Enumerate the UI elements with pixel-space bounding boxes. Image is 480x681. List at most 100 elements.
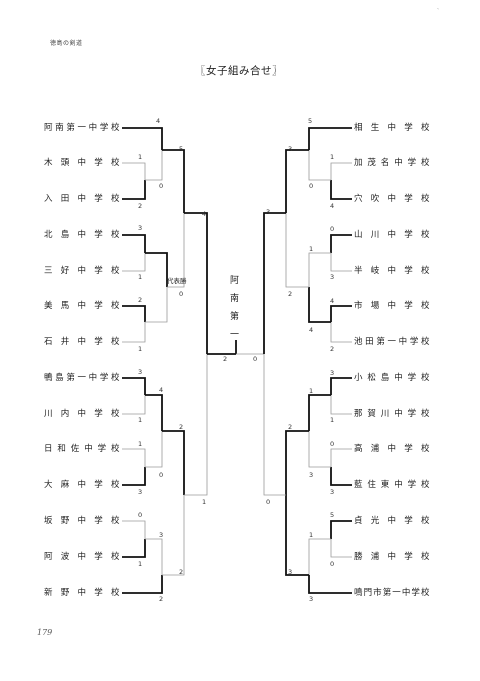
- bracket-line: [122, 377, 146, 395]
- score-label: 3: [309, 595, 314, 603]
- bracket-line: [285, 495, 309, 576]
- champion-char: 南: [230, 294, 240, 304]
- bracket-line: [330, 162, 352, 180]
- right-team-2: 加茂名中学校: [354, 158, 430, 168]
- left-team-6: 美馬中学校: [44, 301, 120, 311]
- score-label: 0: [309, 182, 314, 190]
- right-team-14: 鳴門市第一中学校: [354, 588, 430, 598]
- left-team-3: 入田中学校: [44, 194, 120, 204]
- corner-mark: 、: [437, 5, 443, 11]
- score-label: 2: [159, 595, 164, 603]
- score-label: 1: [138, 345, 143, 353]
- right-team-6: 市場中学校: [354, 301, 430, 311]
- bracket-line: [122, 180, 146, 200]
- bracket-line: [263, 354, 286, 496]
- final-score-left: 2: [223, 355, 228, 363]
- score-label: 3: [138, 224, 143, 232]
- right-team-10: 高浦中学校: [354, 444, 430, 454]
- score-label: 2: [288, 290, 293, 298]
- left-team-1: 阿南第一中学校: [44, 123, 120, 133]
- bracket-line: [308, 287, 331, 323]
- page-number: 179: [37, 628, 53, 637]
- bracket-line: [308, 252, 331, 287]
- bracket-line: [330, 180, 352, 200]
- right-team-3: 穴吹中学校: [354, 194, 430, 204]
- bracket-line: [145, 150, 163, 181]
- bracket-line: [122, 575, 163, 594]
- bracket-line: [285, 430, 309, 495]
- score-label: 5: [308, 117, 313, 125]
- left-team-14: 新野中学校: [44, 588, 120, 598]
- bracket-line: [122, 520, 146, 539]
- bracket-line: [263, 212, 286, 354]
- score-label: 0: [138, 511, 143, 519]
- bracket-line: [285, 213, 309, 288]
- bracket-line: [145, 394, 163, 431]
- score-label: 0: [179, 290, 184, 298]
- bracket-line: [122, 467, 146, 486]
- right-team-4: 山川中学校: [354, 230, 430, 240]
- page-title: 〖女子組み合せ〗: [195, 65, 283, 77]
- score-label: 1: [330, 153, 335, 161]
- bracket-line: [184, 354, 208, 496]
- bracket-line: [145, 431, 163, 468]
- score-label: 3: [330, 488, 335, 496]
- bracket-line: [122, 395, 146, 415]
- left-team-5: 三好中学校: [44, 266, 120, 276]
- book-header: 徳島の剣道: [50, 40, 83, 47]
- bracket-line: [308, 575, 352, 594]
- left-team-9: 川内中学校: [44, 409, 120, 419]
- bracket-line: [330, 467, 352, 486]
- left-team-2: 木頭中学校: [44, 158, 120, 168]
- score-label: 1: [138, 416, 143, 424]
- score-label: 4: [309, 326, 314, 334]
- score-label: 2: [179, 423, 184, 431]
- left-team-10: 日和佐中学校: [44, 444, 120, 454]
- left-team-11: 大麻中学校: [44, 480, 120, 490]
- right-team-8: 小松島中学校: [354, 373, 430, 383]
- score-label: 4: [202, 210, 207, 218]
- bracket-line: [308, 431, 331, 468]
- bracket-line: [330, 520, 352, 539]
- left-team-13: 阿波中学校: [44, 552, 120, 562]
- score-label: 3: [159, 531, 164, 539]
- score-label: 2: [288, 423, 293, 431]
- bracket-line: [308, 538, 331, 575]
- bracket-line: [145, 538, 163, 575]
- score-label: 3: [138, 368, 143, 376]
- score-label: 1: [138, 440, 143, 448]
- score-label: 5: [179, 145, 184, 153]
- score-label: 1: [202, 498, 207, 506]
- bracket-line: [285, 149, 309, 213]
- score-label: 0: [330, 560, 335, 568]
- right-team-13: 勝浦中学校: [354, 552, 430, 562]
- bracket-line: [122, 305, 146, 322]
- score-label: 0: [266, 498, 271, 506]
- right-team-12: 貞光中学校: [354, 516, 430, 526]
- right-team-9: 那賀川中学校: [354, 409, 430, 419]
- final-score-right: 0: [253, 355, 258, 363]
- score-label: 2: [138, 202, 143, 210]
- bracket-line: [330, 322, 352, 343]
- bracket-line: [330, 395, 352, 415]
- bracket-line: [330, 234, 352, 253]
- score-label: 1: [138, 153, 143, 161]
- bracket-line: [308, 150, 331, 181]
- score-label: 0: [330, 440, 335, 448]
- bracket-line: [145, 252, 168, 287]
- champion-char: 第: [230, 312, 240, 322]
- bracket-line: [184, 212, 208, 354]
- score-label: 4: [330, 202, 335, 210]
- bracket-line: [122, 539, 146, 558]
- score-label: 1: [309, 531, 314, 539]
- right-team-11: 藍住東中学校: [354, 480, 430, 490]
- score-label: 4: [156, 117, 161, 125]
- score-label: 3: [288, 568, 293, 576]
- score-label: 3: [330, 273, 335, 281]
- score-label: 0: [330, 225, 335, 233]
- bracket-line: [330, 448, 352, 467]
- bracket-line: [162, 495, 185, 576]
- bracket-line: [145, 287, 168, 323]
- champion-char: 一: [230, 330, 240, 340]
- bracket-line: [122, 234, 146, 253]
